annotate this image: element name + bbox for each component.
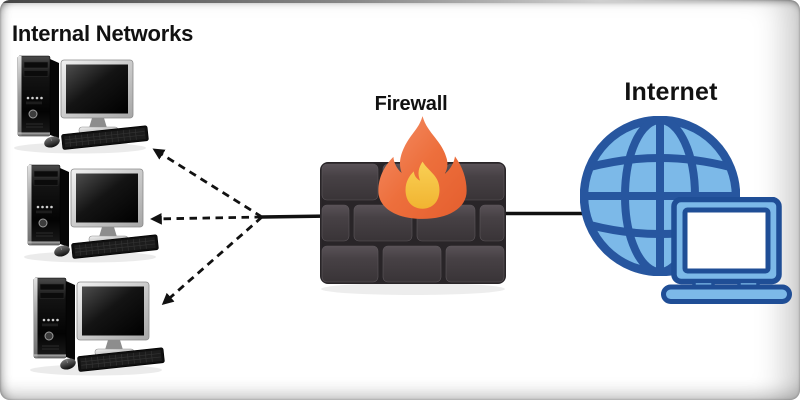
flame-icon [374,114,471,221]
desktop-computer-icon [22,276,172,376]
firewall-label: Firewall [374,93,448,115]
desktop-computer-icon [6,54,156,154]
wall-shadow [321,283,505,295]
internet-label: Internet [624,78,718,106]
dashed-arrow-to-pc-3 [161,215,263,305]
internal-networks-label: Internal Networks [12,21,194,46]
dashed-arrow-to-pc-1 [152,148,263,219]
laptop-icon [661,196,792,304]
desktop-computer-icon [16,163,166,263]
dashed-arrow-to-pc-2 [150,212,263,225]
